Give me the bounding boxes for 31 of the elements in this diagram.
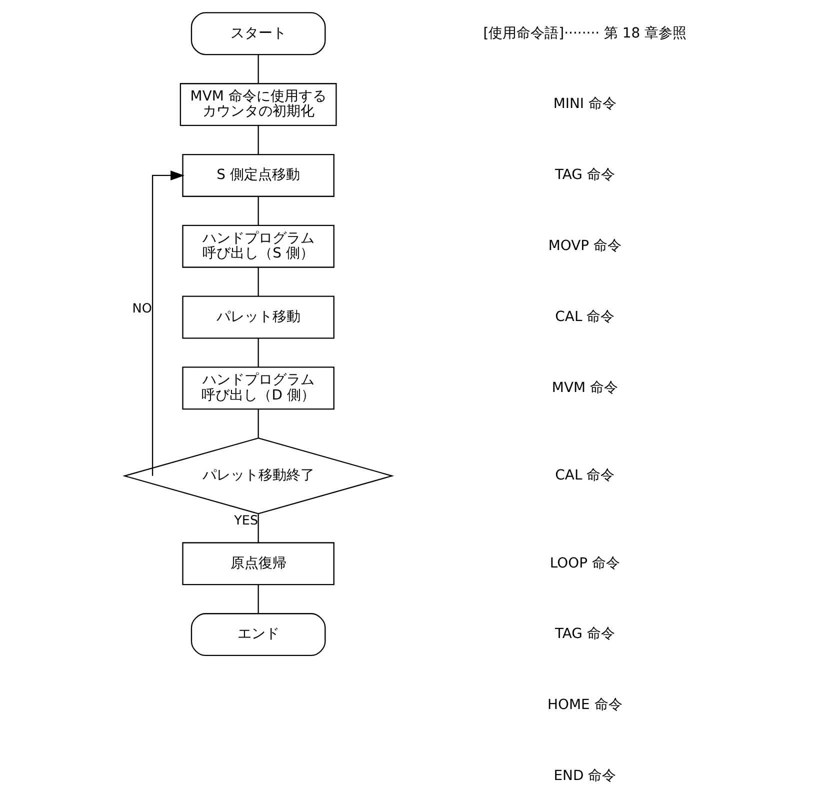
label: TAG 命令	[554, 626, 615, 642]
connector	[258, 196, 259, 226]
label: HOME 命令	[548, 697, 622, 714]
node-box: エンド	[190, 613, 326, 656]
label: [使用命令語]········ 第 18 章参照	[483, 25, 687, 42]
connector	[258, 126, 259, 154]
connector	[258, 54, 259, 84]
node-box: スタート	[190, 12, 326, 56]
arrow	[152, 170, 185, 476]
node-box: ハンドプログラム呼び出し（S 側）	[182, 224, 334, 268]
label: CAL 命令	[555, 468, 615, 484]
connector	[258, 268, 259, 296]
node-box: パレット移動	[182, 296, 334, 339]
edge-label: NO	[132, 302, 152, 317]
node-box: ハンドプログラム呼び出し（D 側）	[182, 366, 334, 410]
connector	[258, 338, 259, 367]
connector	[258, 409, 259, 438]
label: MINI 命令	[553, 96, 616, 112]
label: TAG 命令	[554, 167, 615, 184]
node-box: MVM 命令に使用するカウンタの初期化	[180, 83, 337, 126]
node-box: 原点復帰	[182, 542, 334, 586]
node-box: S 側定点移動	[182, 154, 334, 197]
node-diamond: パレット移動終了	[122, 438, 394, 514]
label: END 命令	[554, 768, 616, 784]
connector	[258, 584, 259, 614]
label: MVM 命令	[552, 380, 618, 396]
connector	[258, 514, 259, 543]
edge-label: YES	[234, 514, 258, 529]
label: MOVP 命令	[548, 238, 622, 254]
label: CAL 命令	[555, 308, 615, 325]
label: LOOP 命令	[550, 555, 620, 572]
